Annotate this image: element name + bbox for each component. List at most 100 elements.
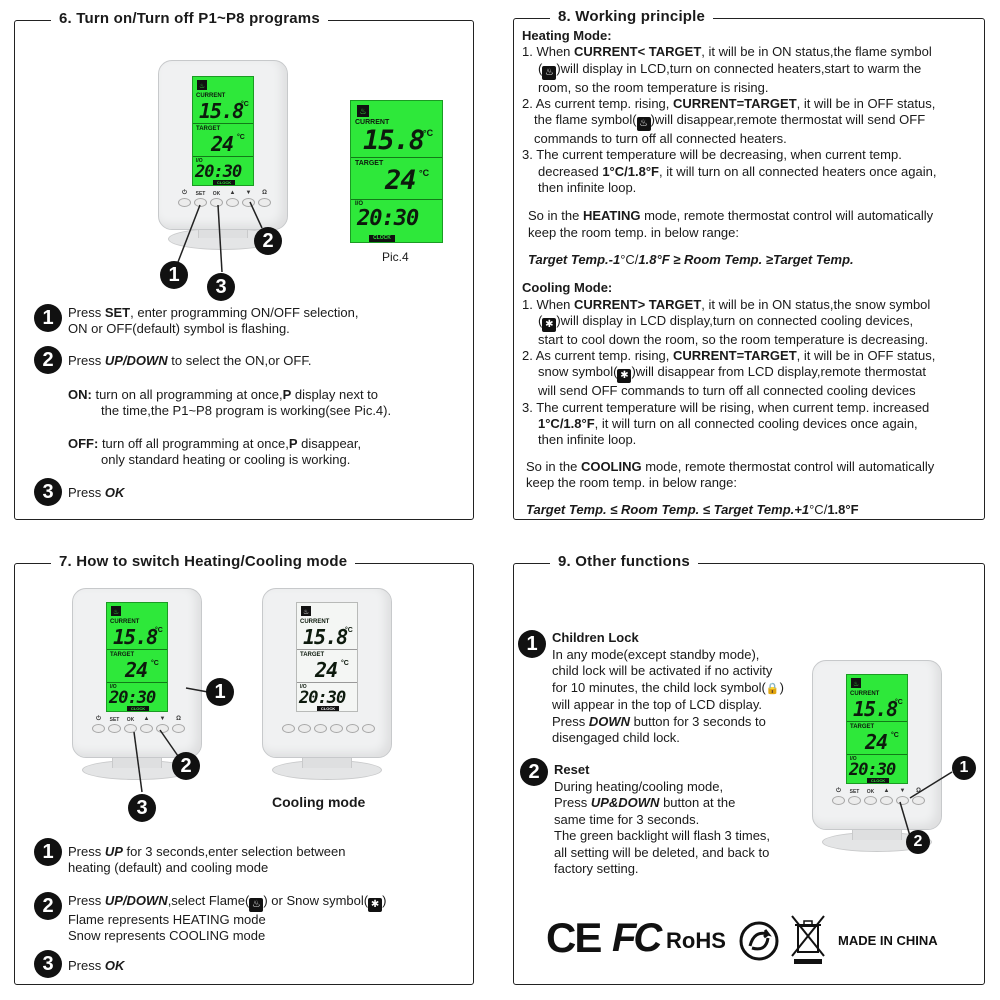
ok-button[interactable] [864,796,877,805]
thermostat-device: ♨ CURRENT 15.8 °C TARGET 24 °C I/O 20:30… [158,60,288,270]
target-value: 24 [211,132,234,156]
down-label: ▼ [899,788,906,794]
day-label: I/O [300,684,307,690]
current-label: CURRENT [850,691,880,697]
children-lock-number: 1 [518,630,546,658]
flame-icon: ♨ [542,65,557,80]
clock-label: CLOCK [213,180,235,185]
ok-label: OK [212,191,221,197]
ok-label: OK [126,717,135,723]
callout-2: 2 [254,227,282,255]
set-button[interactable] [194,198,207,207]
target-value: 24 [385,165,417,196]
clock-label: CLOCK [369,235,395,242]
power-label: ⏻ [182,190,187,196]
current-value: 15.8 [853,697,898,721]
lock-icon: 🔒 [765,682,780,695]
step-1-text: Press UP for 3 seconds,enter selection b… [68,844,346,875]
ok-button[interactable] [314,724,327,733]
current-label: CURRENT [196,93,226,99]
rohs-mark: RoHS [666,928,726,953]
day-label: I/O [850,756,857,762]
up-button[interactable] [140,724,153,733]
cooling-formula: Target Temp. ≤ Room Temp. ≤ Target Temp.… [526,502,859,518]
power-button[interactable] [832,796,845,805]
target-unit: °C [151,660,159,667]
thermostat-device: ♨ CURRENT 15.8 °C TARGET 24 °C I/O 20:30… [812,660,942,860]
set-button[interactable] [848,796,861,805]
power-button[interactable] [282,724,295,733]
current-unit: °C [423,128,434,138]
clock-label: CLOCK [127,706,149,711]
lcd-divider [193,123,253,124]
target-value: 24 [865,730,888,754]
callout-2: 2 [172,752,200,780]
flame-icon: ♨ [636,117,651,132]
lcd-display: ♨ CURRENT 15.8 °C TARGET 24 °C I/O 20:30… [846,674,908,784]
clock-label: CLOCK [867,778,889,783]
cooling-mode-caption: Cooling mode [272,794,366,810]
down-label: ▼ [159,716,166,722]
set-button[interactable] [108,724,121,733]
lcd-display: ♨ CURRENT 15.8 °C TARGET 24 °C I/O 20:30… [106,602,168,712]
step-1-number: 1 [34,838,62,866]
target-unit: °C [341,660,349,667]
target-unit: °C [419,168,430,178]
section-6-panel: 6. Turn on/Turn off P1~P8 programs [14,10,474,520]
down-button[interactable] [346,724,359,733]
callout-lines [899,771,953,837]
flame-icon: ♨ [301,606,311,616]
current-label: CURRENT [300,619,330,625]
mode-label: Ω [262,190,267,196]
up-button[interactable] [226,198,239,207]
on-description: ON: turn on all programming at once,P di… [68,387,392,418]
weee-bin-icon [791,915,825,964]
flame-icon: ♨ [111,606,121,616]
ok-button[interactable] [124,724,137,733]
snow-icon: ✱ [617,369,632,384]
step-3-text: Press OK [68,485,125,500]
current-unit: °C [895,699,903,706]
set-button[interactable] [298,724,311,733]
power-label: ⏻ [96,716,101,722]
step-2-number: 2 [34,346,62,374]
cooling-mode-title: Cooling Mode: [522,280,613,296]
up-button[interactable] [330,724,343,733]
ok-button[interactable] [210,198,223,207]
thermostat-device-cooling: ♨ CURRENT 15.8 °C TARGET 24 °C I/O 20:30… [262,588,392,788]
mode-label: Ω [176,716,181,722]
up-button[interactable] [880,796,893,805]
current-value: 15.8 [303,625,348,649]
recycle-icon [739,921,779,961]
mode-button[interactable] [362,724,375,733]
ok-label: OK [866,789,875,795]
time-value: 20:30 [849,760,896,780]
target-unit: °C [237,134,245,141]
current-value: 15.8 [113,625,158,649]
current-unit: °C [155,627,163,634]
mode-label: Ω [916,788,921,794]
time-value: 20:30 [109,688,156,708]
target-label: TARGET [300,652,325,658]
mode-button[interactable] [258,198,271,207]
power-button[interactable] [92,724,105,733]
fcc-mark: FC [612,916,662,960]
down-button[interactable] [896,796,909,805]
mode-button[interactable] [912,796,925,805]
lcd-display: ♨ CURRENT 15.8 °C TARGET 24 °C I/O 20:30… [192,76,254,186]
set-label: SET [849,789,860,795]
step-3-number: 3 [34,950,62,978]
target-value: 24 [125,658,148,682]
callout-2: 2 [906,830,930,854]
flame-icon: ♨ [249,898,264,912]
power-button[interactable] [178,198,191,207]
callout-lines [177,201,263,273]
section-6-title: 6. Turn on/Turn off P1~P8 programs [51,10,328,27]
lcd-divider [107,649,167,650]
callout-1: 1 [160,261,188,289]
set-label: SET [195,191,206,197]
mode-button[interactable] [172,724,185,733]
section-9-title: 9. Other functions [550,553,698,570]
down-button[interactable] [242,198,255,207]
time-value: 20:30 [357,206,419,231]
